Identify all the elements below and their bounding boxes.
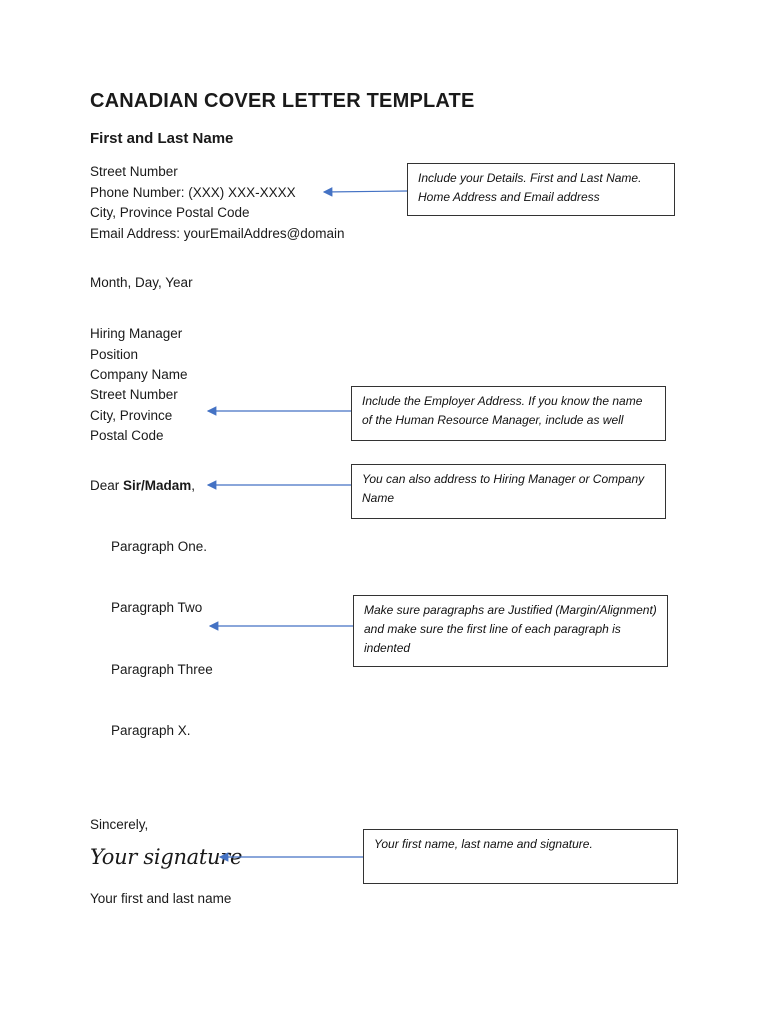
recipient-manager: Hiring Manager — [90, 326, 183, 341]
salutation-prefix: Dear — [90, 478, 124, 493]
recipient-position: Position — [90, 347, 139, 362]
salutation-suffix: , — [191, 478, 196, 493]
paragraph-three: Paragraph Three — [111, 662, 213, 677]
sender-phone: Phone Number: (XXX) XXX-XXXX — [90, 185, 296, 200]
sender-city: City, Province Postal Code — [90, 205, 250, 220]
salutation-name: Sir/Madam — [123, 478, 192, 493]
note-details: Include your Details. First and Last Nam… — [407, 163, 675, 216]
signer-name: Your first and last name — [90, 891, 232, 906]
sender-name: First and Last Name — [90, 130, 234, 147]
sender-street: Street Number — [90, 164, 178, 179]
note-paragraphs: Make sure paragraphs are Justified (Marg… — [353, 595, 668, 667]
recipient-postal: Postal Code — [90, 428, 164, 443]
paragraph-x: Paragraph X. — [111, 723, 191, 738]
recipient-city: City, Province — [90, 408, 173, 423]
signature: Your signature — [90, 845, 243, 869]
letter-date: Month, Day, Year — [90, 275, 193, 290]
arrow-details — [322, 187, 408, 197]
document-title: CANADIAN COVER LETTER TEMPLATE — [90, 90, 475, 112]
salutation: Dear Sir/Madam, — [90, 476, 195, 497]
note-employer: Include the Employer Address. If you kno… — [351, 386, 666, 441]
recipient-street: Street Number — [90, 387, 178, 402]
note-signature: Your first name, last name and signature… — [363, 829, 678, 884]
sender-email: Email Address: yourEmailAddres@domain — [90, 226, 345, 241]
closing: Sincerely, — [90, 817, 149, 832]
note-salutation: You can also address to Hiring Manager o… — [351, 464, 666, 519]
recipient-company: Company Name — [90, 367, 188, 382]
paragraph-two: Paragraph Two — [111, 600, 203, 615]
paragraph-one: Paragraph One. — [111, 539, 208, 554]
